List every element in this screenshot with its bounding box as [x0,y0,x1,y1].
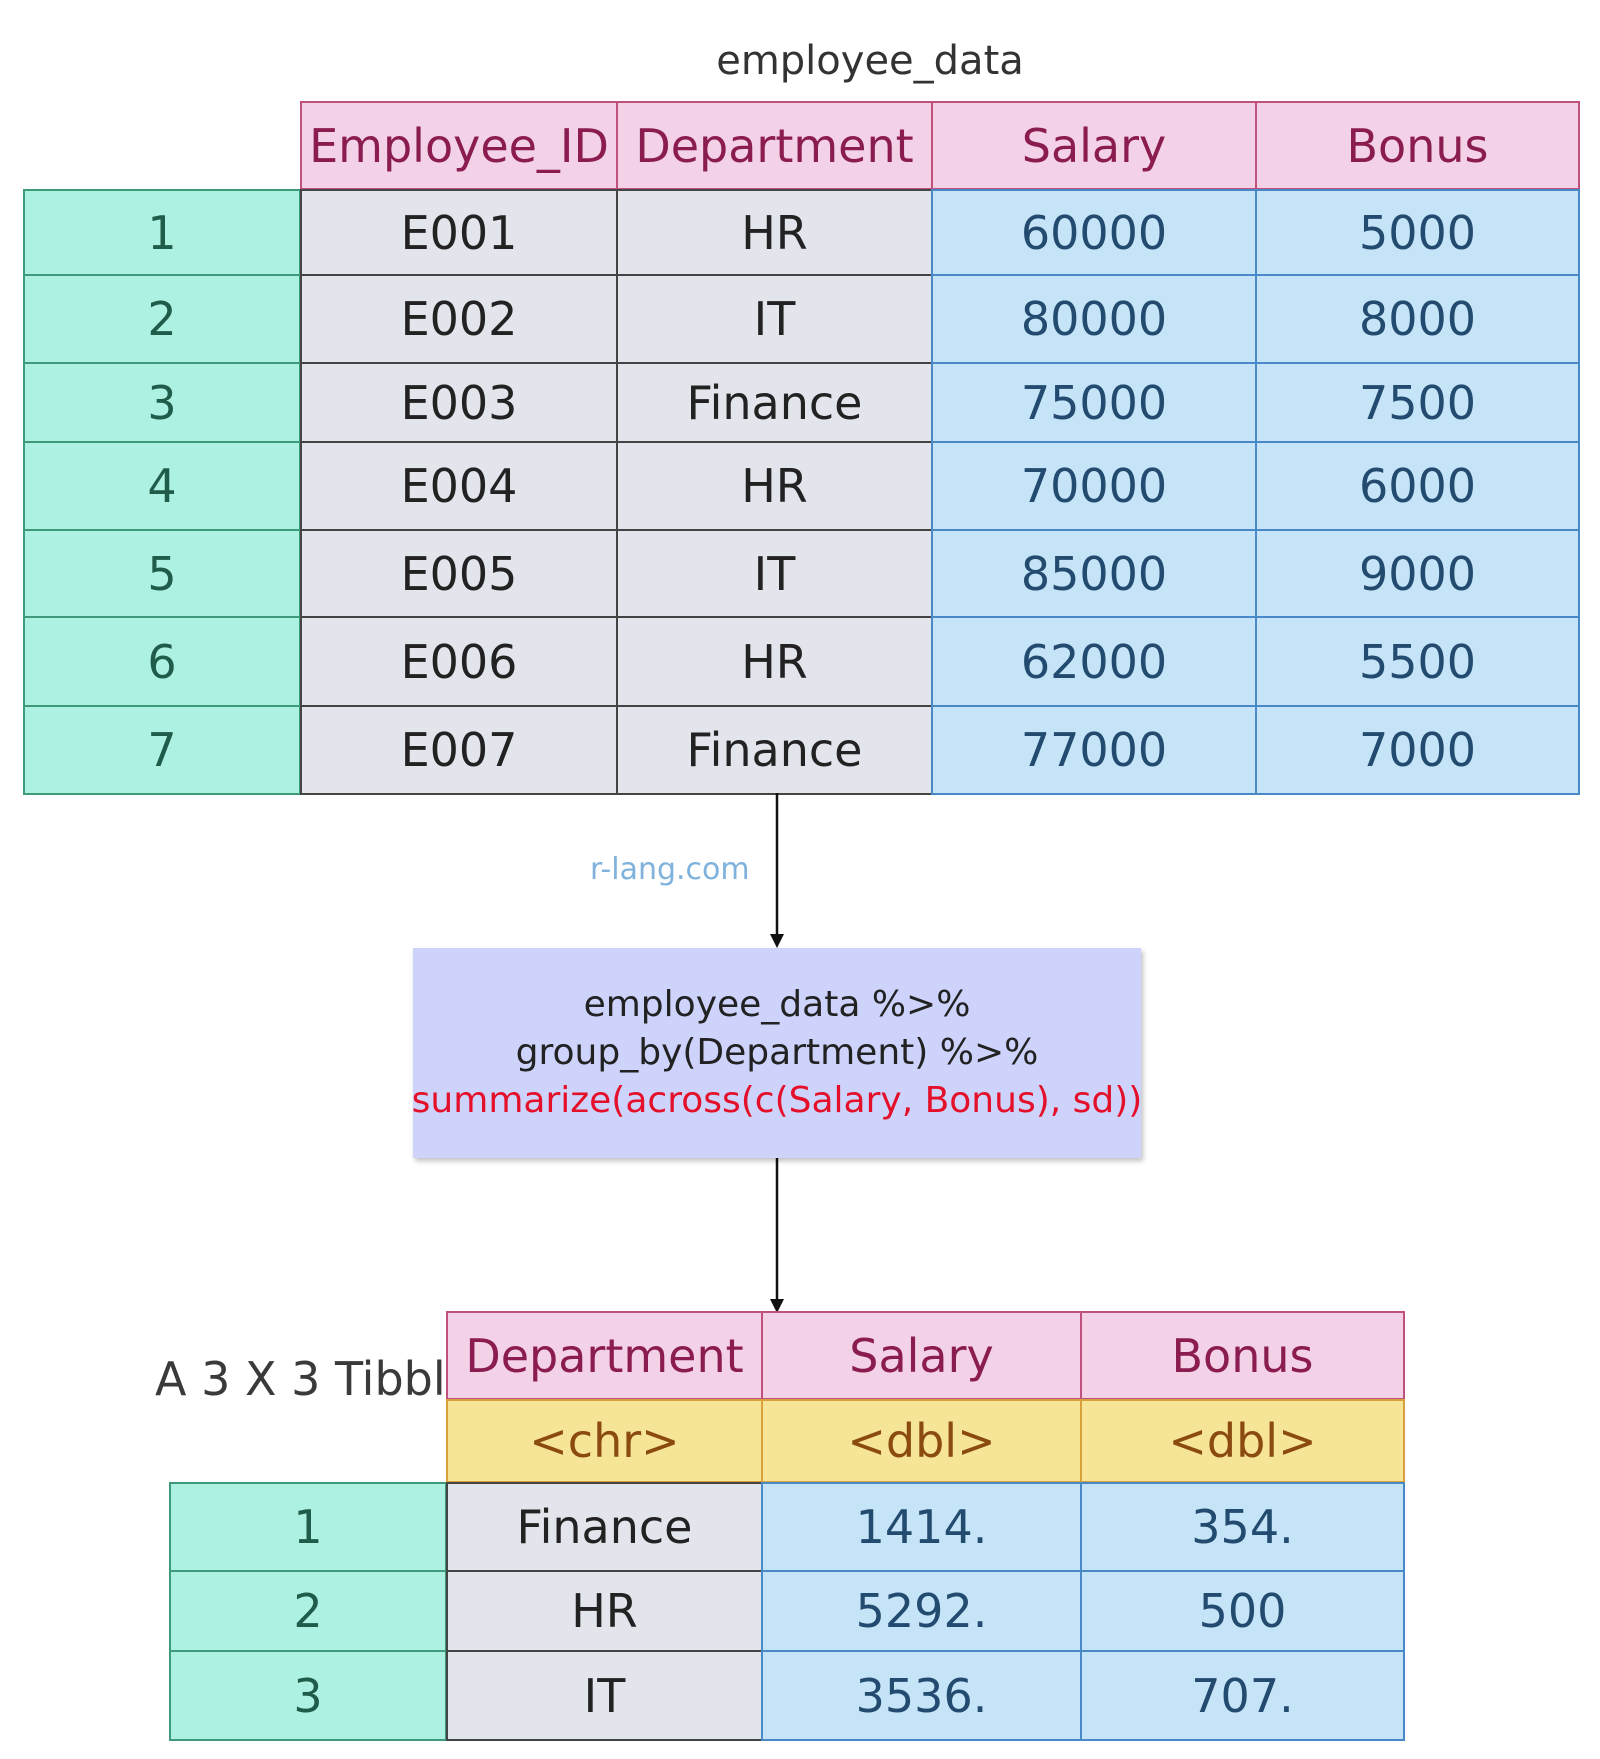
table-cell-employee-id: E001 [300,189,618,276]
column-type-bonus: <dbl> [1080,1399,1405,1483]
column-header-employee-id: Employee_ID [300,101,618,190]
table-cell-bonus: 8000 [1255,274,1580,364]
column-header-salary: Salary [761,1311,1082,1400]
row-index: 2 [169,1570,447,1652]
column-type-department: <chr> [446,1399,763,1483]
row-index: 7 [23,705,301,795]
code-line-2: group_by(Department) %>% [515,1032,1039,1073]
row-index: 1 [23,189,301,276]
table-cell-salary: 1414. [761,1482,1082,1572]
column-header-bonus: Bonus [1080,1311,1405,1400]
table-cell-salary: 77000 [931,705,1257,795]
table-cell-department: Finance [446,1482,763,1572]
table-cell-bonus: 354. [1080,1482,1405,1572]
code-box: employee_data %>% group_by(Department) %… [411,948,1143,1158]
table-cell-employee-id: E004 [300,441,618,531]
table-cell-employee-id: E003 [300,362,618,443]
table-cell-employee-id: E006 [300,616,618,707]
table-cell-salary: 60000 [931,189,1257,276]
table-cell-bonus: 5000 [1255,189,1580,276]
table-cell-bonus: 7000 [1255,705,1580,795]
table-cell-employee-id: E002 [300,274,618,364]
row-index: 5 [23,529,301,618]
table-cell-department: Finance [616,705,933,795]
table-cell-bonus: 7500 [1255,362,1580,443]
table-cell-bonus: 9000 [1255,529,1580,618]
table-cell-bonus: 500 [1080,1570,1405,1652]
table-cell-salary: 5292. [761,1570,1082,1652]
row-index: 3 [169,1650,447,1741]
arrow-head-icon [770,1299,784,1313]
code-line-3-highlighted: summarize(across(c(Salary, Bonus), sd)) [411,1080,1143,1121]
column-header-department: Department [446,1311,763,1400]
arrow-head-icon [770,934,784,948]
tibble-label: A 3 X 3 Tibble [155,1352,474,1406]
table-cell-department: IT [446,1650,763,1741]
code-line-1: employee_data %>% [583,984,971,1025]
table-cell-salary: 70000 [931,441,1257,531]
row-index: 2 [23,274,301,364]
table-cell-department: Finance [616,362,933,443]
table-cell-salary: 62000 [931,616,1257,707]
table-cell-bonus: 5500 [1255,616,1580,707]
table-cell-employee-id: E007 [300,705,618,795]
input-table-title: employee_data [716,38,1024,84]
column-type-salary: <dbl> [761,1399,1082,1483]
watermark: r-lang.com [590,852,750,887]
row-index: 1 [169,1482,447,1572]
row-index: 4 [23,441,301,531]
table-cell-bonus: 707. [1080,1650,1405,1741]
table-cell-salary: 3536. [761,1650,1082,1741]
row-index: 6 [23,616,301,707]
table-cell-department: HR [446,1570,763,1652]
